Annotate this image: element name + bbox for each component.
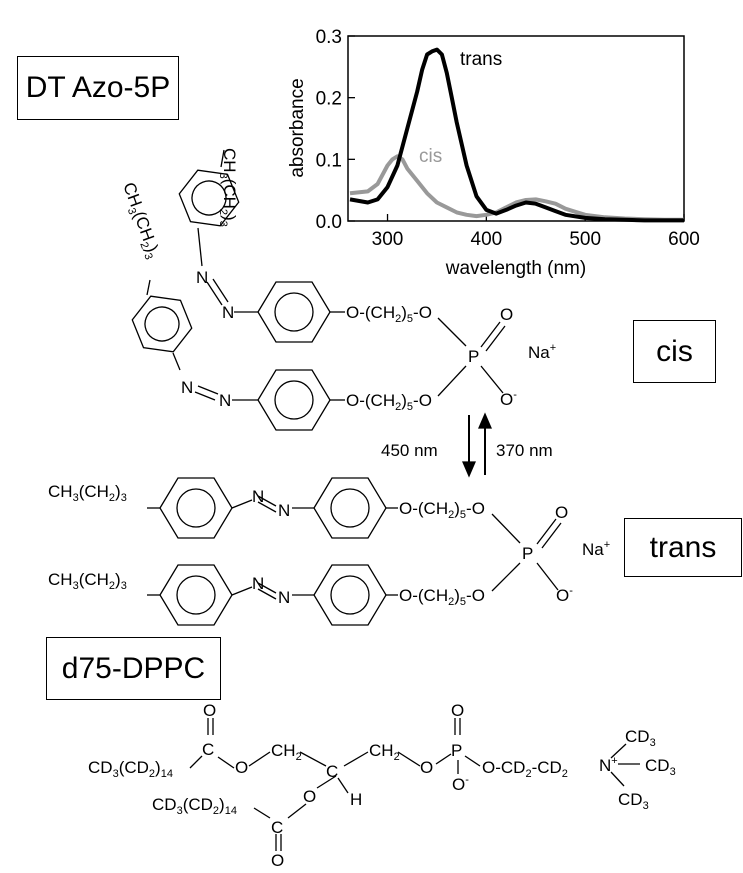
arrow-label-370: 370 nm (496, 441, 553, 460)
trans-oxo-oxygen: O (555, 503, 568, 522)
series-line-cis (349, 154, 684, 222)
trans-azo-n-2: N (278, 501, 290, 520)
series-lines (349, 47, 684, 223)
arrow-label-450: 450 nm (381, 441, 438, 460)
azo-n-4: N (219, 391, 231, 410)
dppc-anion-o: O- (452, 774, 469, 794)
dppc-glycerol-h: H (350, 790, 362, 809)
trans-sodium-ion: Na+ (582, 539, 610, 559)
dppc-carbonyl-c-2: C (271, 818, 283, 837)
trans-azo-n-1: N (252, 487, 264, 506)
phosphorus: P (468, 347, 479, 366)
trans-azo-n-3: N (252, 574, 264, 593)
dppc-glycerol-c: C (326, 762, 338, 781)
dppc-phosphorus: P (451, 741, 462, 760)
y-tick-label: 0.1 (316, 150, 342, 171)
dppc-carbonyl-c-1: C (202, 740, 214, 759)
trans-anion-oxygen: O- (556, 585, 573, 605)
anion-oxygen: O- (500, 389, 517, 409)
dppc-cd3-bottom: CD3 (618, 790, 649, 812)
dppc-acyl-1: CD3(CD2)14 (88, 758, 173, 780)
dppc-ammonium-n: N+ (599, 755, 618, 775)
dppc-phosphate-o: O (420, 758, 433, 777)
sodium-ion: Na+ (528, 342, 556, 362)
azo-n-1: N (196, 268, 208, 287)
dppc-ch2-2: CH2 (369, 741, 400, 763)
x-axis-label: wavelength (nm) (445, 258, 586, 279)
x-tick-label: 500 (569, 229, 601, 250)
dppc-acyl-2: CD3(CD2)14 (152, 795, 237, 817)
y-axis-label: absorbance (287, 78, 308, 177)
y-tick-label: 0.3 (316, 27, 342, 48)
dppc-cd3-right: CD3 (645, 756, 676, 778)
trans-chain-2: CH3(CH2)3 (48, 570, 127, 592)
benzene-ring-left (131, 295, 193, 353)
y-ticks: 0.0 0.1 0.2 0.3 (316, 27, 355, 233)
x-tick-label: 600 (668, 229, 700, 250)
dppc-choline-chain: O-CD2-CD2 (482, 758, 568, 780)
dppc-label: d75-DPPC (46, 637, 221, 700)
dt-azo-label: DT Azo-5P (17, 56, 179, 120)
dppc-cd3-top: CD3 (625, 727, 656, 749)
y-tick-label: 0.2 (316, 89, 342, 110)
y-tick-label: 0.0 (316, 212, 342, 233)
x-tick-label: 300 (372, 229, 404, 250)
trans-azo-n-4: N (278, 588, 290, 607)
dppc-ester-o-1: O (235, 758, 248, 777)
chain-upper: CH3(CH2)3 (217, 148, 239, 227)
series-label-trans: trans (460, 49, 502, 70)
oxo-oxygen: O (500, 305, 513, 324)
azo-n-3: N (181, 378, 193, 397)
cis-label: cis (633, 320, 716, 383)
plot-frame (347, 35, 685, 222)
series-label-cis: cis (419, 146, 442, 167)
azo-n-2: N (222, 303, 234, 322)
dppc-ch2-1: CH2 (271, 741, 302, 763)
dppc-carbonyl-o-2: O (271, 851, 284, 870)
dppc-phosphoryl-o: O (451, 701, 464, 720)
trans-chain-1: CH3(CH2)3 (48, 482, 127, 504)
dppc-carbonyl-o-1: O (203, 701, 216, 720)
trans-phosphorus: P (522, 544, 533, 563)
x-tick-label: 400 (471, 229, 503, 250)
benzene-ring-upper (178, 169, 240, 227)
x-ticks: 300 400 500 600 (372, 214, 700, 250)
trans-label: trans (624, 518, 742, 577)
absorbance-chart: 0.0 0.1 0.2 0.3 300 400 500 600 absorbance wav… (287, 27, 700, 279)
series-line-trans (349, 47, 684, 223)
dppc-ester-o-2: O (303, 787, 316, 806)
